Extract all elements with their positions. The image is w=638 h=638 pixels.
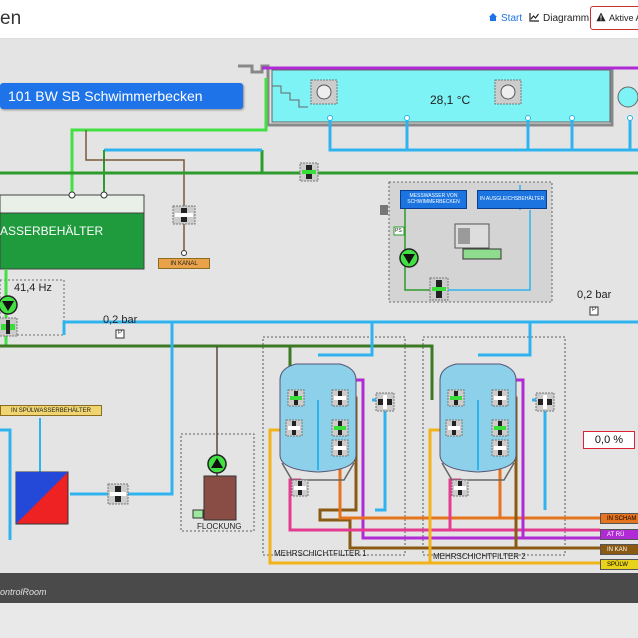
spuelwasser-tag: IN SPÜLWASSERBEHÄLTER [0,405,102,416]
pressure-marker-right: P [592,307,597,313]
pool-sensors [310,79,522,105]
filter2-label: MEHRSCHICHTFILTER 2 [433,552,526,561]
pump-group-frame [0,279,65,336]
pool-wall [238,64,614,127]
pressure-left: 0,2 bar [103,314,138,326]
tank-label: ASSERBEHÄLTER [0,224,104,238]
pool-steps [272,85,308,108]
process-diagram: 101 BW SB Schwimmerbecken 28,1 °C ASSERB… [0,39,638,573]
footer-strip: ontrolRoom [0,573,638,603]
out-tag-scham: IN SCHAM [600,513,638,524]
pool-title-banner[interactable]: 101 BW SB Schwimmerbecken [0,83,243,109]
nav-diagram-link[interactable]: Diagramm [529,12,589,25]
flockung-tank [203,475,237,521]
pressure-marker-left: P [118,330,123,336]
pump-frequency: 41,4 Hz [14,282,52,294]
line-chart-icon [529,12,540,25]
measure-water-target-label: IN AUSGLEICHSBEHÄLTER [477,190,547,209]
pool-pump-icon [617,86,638,108]
page-title: en [0,8,22,29]
ps-marker: PS [395,228,402,234]
measure-water-source-label: MESSWASSER VON SCHWIMMERBECKEN [400,190,467,209]
filter1-label: MEHRSCHICHTFILTER 1 [274,549,367,558]
pool-temperature: 28,1 °C [430,93,471,107]
percent-display: 0,0 % [583,431,635,449]
footer: ontrolRoom [0,573,638,638]
active-alarms-label: Aktive A [609,13,638,23]
nav-start-label: Start [501,13,523,24]
pipe-diagram-svg [0,64,638,565]
valves [0,162,555,505]
nav-diagram-label: Diagramm [543,13,590,24]
footer-brand: ontrolRoom [0,587,47,597]
out-tag-spuelw: SPÜLW [600,559,638,570]
pressure-right: 0,2 bar [577,289,612,301]
flockung-label: FLOCKUNG [197,522,242,531]
top-navbar: en Start Diagramm Aktive A [0,0,638,39]
out-tag-kanal: IN KAN [600,544,638,555]
out-tag-rue: AT RÜ [600,529,638,540]
active-alarms-button[interactable]: Aktive A [590,6,638,30]
nav-start-link[interactable]: Start [488,12,522,25]
in-kanal-tag: IN KANAL [158,258,210,269]
home-icon [488,12,498,25]
warning-icon [596,12,606,24]
